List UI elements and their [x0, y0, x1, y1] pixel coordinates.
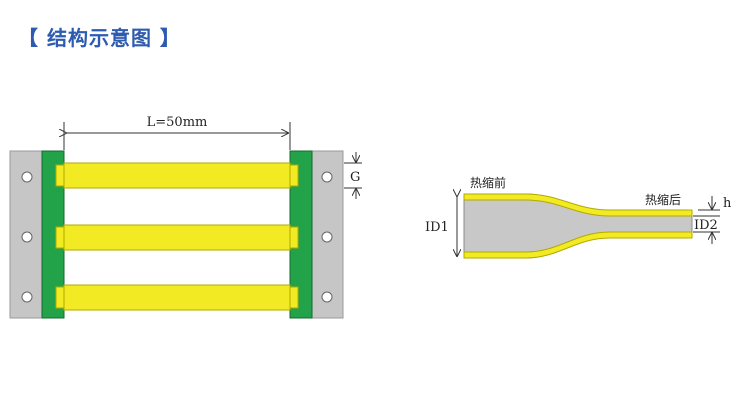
tube-row-middle	[55, 224, 299, 251]
h-dimension: h	[698, 196, 732, 244]
after-shrink-label: 热缩后	[645, 192, 681, 207]
id1-dimension: ID1	[425, 196, 457, 256]
before-shrink-label: 热缩前	[470, 175, 506, 190]
h-label: h	[723, 196, 732, 211]
id1-label: ID1	[425, 220, 449, 235]
tube-wall-top	[463, 193, 693, 217]
length-label: L=50mm	[147, 115, 208, 130]
shrink-tube-diagram: 热缩前 热缩后 ID1 ID2 h	[425, 175, 732, 259]
id2-dimension: ID2	[693, 215, 720, 233]
left-hole-middle	[21, 231, 33, 243]
right-hole-top	[321, 171, 333, 183]
gap-label: G	[350, 170, 360, 185]
tube-row-top	[55, 162, 299, 189]
right-hole-middle	[321, 231, 333, 243]
left-hole-bottom	[21, 291, 33, 303]
id2-label: ID2	[694, 218, 718, 233]
left-hole-top	[21, 171, 33, 183]
gap-dimension: G	[344, 152, 362, 199]
tube-row-bottom	[55, 284, 299, 311]
marker-strip-diagram: L=50mm G	[9, 115, 362, 319]
right-hole-bottom	[321, 291, 333, 303]
length-dimension: L=50mm	[64, 115, 291, 150]
tube-wall-bottom	[463, 231, 693, 259]
section-title: 【 结构示意图 】	[18, 26, 181, 50]
